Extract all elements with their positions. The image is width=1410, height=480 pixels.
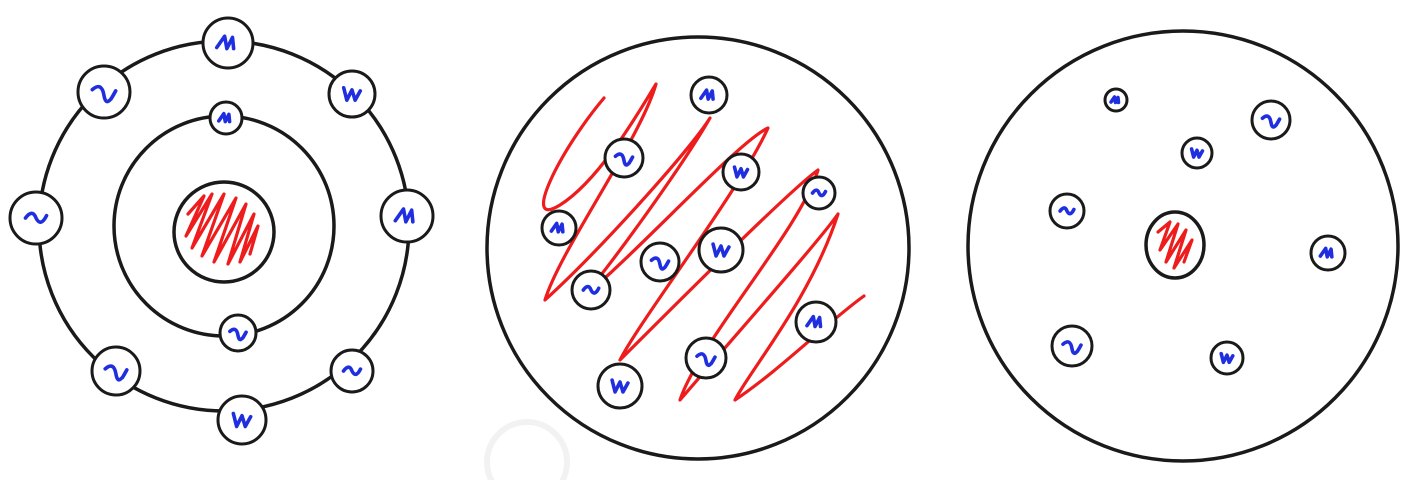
electron xyxy=(540,209,578,247)
electron-charge-mark xyxy=(610,378,630,394)
bohr-model xyxy=(8,16,435,446)
electron-charge-mark xyxy=(1058,206,1076,216)
nucleus-hatching xyxy=(184,192,260,266)
electron xyxy=(689,75,729,115)
electron-charge-mark xyxy=(103,364,129,382)
electron xyxy=(208,100,244,136)
electron xyxy=(201,16,255,70)
electron-charge-mark xyxy=(1260,114,1282,129)
electron-charge-mark xyxy=(341,85,363,103)
positive-charge-scribble xyxy=(542,82,866,402)
electrons xyxy=(540,75,838,410)
electron-charge-mark xyxy=(699,88,715,101)
electron-charge-mark xyxy=(341,365,363,377)
electron-charge-mark xyxy=(393,207,415,224)
electron xyxy=(1050,324,1094,368)
electron xyxy=(1103,87,1129,113)
rutherford-model xyxy=(966,29,1400,463)
electron xyxy=(1209,340,1245,376)
nucleus xyxy=(1144,210,1206,280)
electron xyxy=(1309,234,1347,272)
electron xyxy=(218,313,258,353)
electron-charge-mark xyxy=(711,242,731,258)
electron xyxy=(684,336,728,380)
sphere-outline xyxy=(485,35,911,461)
faint-circle-artifact xyxy=(484,419,570,480)
electron xyxy=(379,188,435,244)
electron-charge-mark xyxy=(549,221,565,234)
electron-charge-mark xyxy=(1219,351,1235,365)
electron-charge-mark xyxy=(695,352,717,368)
electron xyxy=(801,175,837,211)
electron-charge-mark xyxy=(23,211,49,224)
electron xyxy=(570,269,612,311)
plum-pudding-model xyxy=(485,35,911,461)
electron xyxy=(8,190,64,246)
electron-charge-mark xyxy=(810,188,828,198)
electron-charge-mark xyxy=(1318,246,1334,259)
nucleus-hatching xyxy=(1156,220,1194,270)
electron xyxy=(794,300,838,344)
electron xyxy=(603,137,645,179)
electron-charge-mark xyxy=(1109,95,1121,105)
electron xyxy=(90,345,142,397)
electron xyxy=(1250,99,1292,141)
inner-shell xyxy=(112,114,336,338)
electron xyxy=(596,362,644,410)
electron-charge-mark xyxy=(214,34,236,51)
electron-charge-mark xyxy=(1189,147,1205,159)
electron-charge-mark xyxy=(228,327,248,342)
electron-charge-mark xyxy=(90,84,118,104)
electron xyxy=(329,348,375,394)
electron xyxy=(1180,136,1214,170)
nucleus xyxy=(172,180,276,284)
electron-charge-mark xyxy=(231,411,253,429)
atom-boundary xyxy=(966,29,1400,463)
nucleus-outline xyxy=(1144,210,1206,280)
electron xyxy=(76,64,132,120)
electron xyxy=(1048,192,1086,230)
electron xyxy=(216,394,268,446)
electron-charge-mark xyxy=(649,256,671,271)
electrons xyxy=(8,16,435,446)
electron xyxy=(639,241,681,283)
electron-charge-mark xyxy=(805,314,823,329)
electron-charge-mark xyxy=(1061,340,1083,356)
nucleus-outline xyxy=(172,180,276,284)
electrons xyxy=(1048,87,1347,376)
electron-charge-mark xyxy=(613,152,635,167)
electron xyxy=(697,226,745,274)
electron-charge-mark xyxy=(217,111,232,124)
electron xyxy=(327,69,377,119)
electron-charge-mark xyxy=(581,284,601,295)
electron-charge-mark xyxy=(732,165,750,179)
electron xyxy=(721,152,761,192)
